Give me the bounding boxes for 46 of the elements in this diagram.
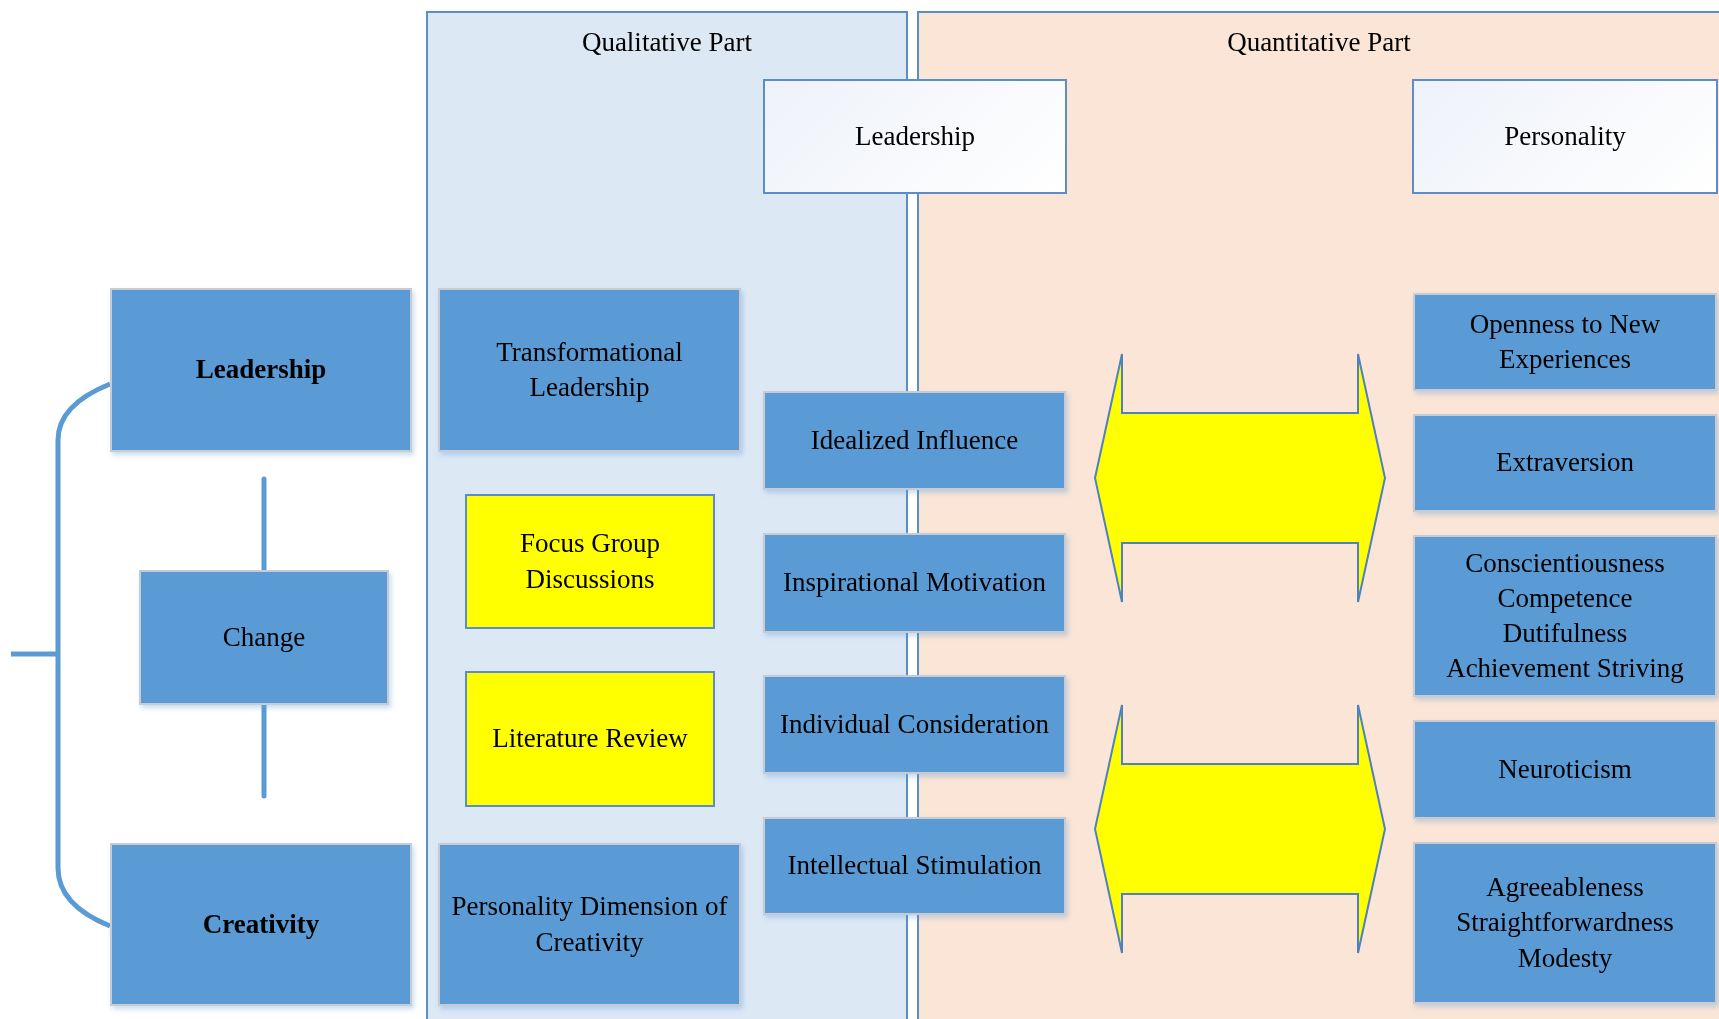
- box-label: Modesty: [1516, 941, 1614, 975]
- box-label: Personality Dimension of Creativity: [450, 890, 729, 959]
- concept-box: [763, 817, 1066, 915]
- box-label: Intellectual Stimulation: [786, 849, 1043, 883]
- box-label: Transformational Leadership: [495, 335, 684, 404]
- section-title: Qualitative Part: [581, 26, 753, 59]
- box-label: Neuroticism: [1497, 752, 1633, 786]
- box-label: Extraversion: [1495, 446, 1635, 480]
- box-label: Achievement Striving: [1445, 652, 1685, 686]
- box-label: Change: [221, 620, 307, 654]
- box-label: Leadership: [854, 119, 976, 153]
- box-label: Idealized Influence: [809, 423, 1020, 457]
- header-box: [1412, 79, 1718, 194]
- box-label: Conscientiousness: [1464, 546, 1666, 580]
- box-label: Personality: [1503, 119, 1627, 153]
- method-box: [465, 671, 715, 807]
- concept-box: [1413, 535, 1717, 697]
- double-arrow-shape: [1094, 704, 1386, 954]
- box-label: Dutifulness: [1501, 617, 1629, 650]
- box-label: Openness to New Experiences: [1468, 307, 1662, 376]
- concept-box: [110, 288, 412, 452]
- concept-box: [438, 843, 741, 1006]
- section-title: Quantitative Part: [1227, 26, 1411, 59]
- double-arrow-shape: [1094, 353, 1386, 603]
- box-label: Individual Consideration: [778, 707, 1051, 741]
- concept-box: [763, 675, 1066, 774]
- concept-box: [1413, 720, 1717, 819]
- method-box: [465, 494, 715, 629]
- connector-line: [261, 476, 267, 573]
- header-box: [763, 79, 1067, 194]
- concept-box: [1413, 293, 1717, 391]
- concept-box: [139, 570, 389, 705]
- box-label: Creativity: [201, 907, 321, 941]
- concept-box: [763, 391, 1066, 490]
- box-label: Literature Review: [491, 722, 689, 756]
- box-label: Agreeableness: [1485, 871, 1645, 905]
- concept-box: [1413, 414, 1717, 512]
- box-label: Inspirational Motivation: [781, 566, 1048, 600]
- concept-box: [1413, 842, 1717, 1004]
- concept-box: [438, 288, 741, 452]
- concept-box: [763, 533, 1066, 633]
- box-label: Focus Group Discussions: [518, 527, 662, 596]
- concept-box: [110, 843, 412, 1006]
- box-label: Leadership: [194, 353, 328, 387]
- box-label: Straightforwardness: [1455, 906, 1675, 940]
- box-label: Competence: [1496, 581, 1634, 615]
